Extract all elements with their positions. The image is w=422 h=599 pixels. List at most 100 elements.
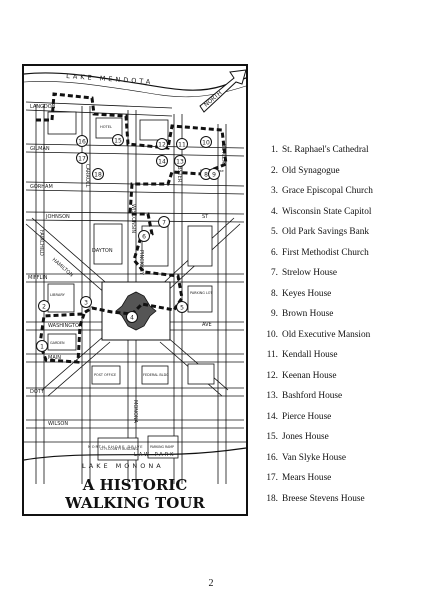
- svg-text:2: 2: [42, 304, 46, 311]
- legend-name: Keyes House: [282, 288, 332, 299]
- legend-name: Old Executive Mansion: [282, 329, 371, 340]
- legend-item: 6.First Methodist Church: [264, 247, 414, 268]
- street-doty: DOTY: [30, 389, 45, 395]
- lake-monona-shore: [23, 447, 247, 461]
- svg-text:17: 17: [78, 156, 86, 163]
- svg-text:1: 1: [40, 344, 44, 351]
- hotel-label: HOTEL: [100, 125, 112, 129]
- svg-text:3: 3: [84, 300, 88, 307]
- street-fairchild: FAIRCHILD: [38, 230, 44, 256]
- stop-17-marker: 17: [76, 152, 88, 164]
- street-carroll: CARROLL: [84, 164, 90, 188]
- street-st-label: ST: [202, 214, 209, 220]
- svg-text:4: 4: [130, 315, 134, 322]
- stop-12-marker: 12: [156, 138, 168, 150]
- lake-mendota-shore-inner: [23, 80, 247, 98]
- law-park-label: LAW PARK: [134, 452, 175, 458]
- street-gorham: GORHAM: [30, 184, 53, 190]
- legend-item: 16. Van Slyke House: [264, 452, 414, 473]
- city-county-label: CITY-COUNTY BUILDING: [100, 447, 138, 451]
- legend-num: 17.: [266, 473, 278, 483]
- legend-name: Van Slyke House: [282, 452, 347, 463]
- legend-num: 4.: [271, 206, 278, 217]
- page-number: 2: [208, 578, 214, 589]
- street-ave-label: AVE: [202, 322, 212, 328]
- stop-13-marker: 13: [174, 155, 186, 167]
- legend-name: Strelow House: [282, 268, 338, 278]
- legend-item: 5. Old Park Savings Bank: [264, 226, 414, 247]
- legend-name: Old Park Savings Bank: [282, 227, 370, 237]
- svg-text:7: 7: [162, 220, 166, 227]
- legend-item: 13. Bashford House: [264, 390, 414, 411]
- stop-18-marker: 18: [92, 168, 104, 180]
- street-washington: WASHINGTON: [48, 323, 83, 329]
- svg-text:15: 15: [114, 138, 122, 145]
- legend-name: Kendall House: [282, 350, 338, 360]
- svg-text:13: 13: [176, 159, 184, 166]
- legend-name: Wisconsin State Capitol: [282, 206, 372, 217]
- street-monona: MONONA: [132, 400, 138, 424]
- legend-num: 3.: [271, 186, 278, 196]
- federal-bldg-label: FEDERAL BLDG: [143, 373, 169, 377]
- stop-16-marker: 16: [76, 135, 88, 147]
- stop-10-marker: 10: [200, 136, 212, 148]
- legend-name: Bashford House: [282, 391, 343, 401]
- svg-text:11: 11: [178, 142, 186, 149]
- stop-7-marker: 7: [158, 216, 170, 228]
- lake-monona-label: LAKE MONONA: [82, 462, 164, 470]
- svg-text:18: 18: [94, 172, 102, 179]
- legend-num: 1.: [271, 145, 278, 155]
- street-mifflin: MIFFLIN: [28, 275, 48, 281]
- legend-item: 3.Grace Episcopal Church: [264, 185, 414, 206]
- legend-item: 18.Breese Stevens House: [264, 493, 414, 514]
- legend-name: Keenan House: [282, 370, 337, 381]
- legend-num: 13.: [266, 391, 278, 401]
- stop-4-marker: 4: [126, 311, 138, 323]
- stop-9-marker: 9: [208, 168, 220, 180]
- street-wilson: WILSON: [48, 421, 68, 427]
- legend-name: Brown House: [282, 309, 334, 319]
- legend-num: 10.: [266, 329, 278, 340]
- legend-num: 8.: [271, 288, 278, 299]
- legend-item: 4. Wisconsin State Capitol: [264, 206, 414, 227]
- tour-route: [36, 92, 228, 364]
- street-main: MAIN: [48, 355, 61, 361]
- library-label: LIBRARY: [50, 293, 66, 297]
- legend-item: 2. Old Synagogue: [264, 165, 414, 186]
- legend-item: 11. Kendall House: [264, 349, 414, 370]
- legend-num: 9.: [271, 309, 278, 319]
- street-dayton: DAYTON: [92, 248, 113, 254]
- parking-ramp-label: PARKING RAMP: [150, 445, 174, 449]
- legend-item: 1. St. Raphael's Cathedral: [264, 144, 414, 165]
- legend-name: Old Synagogue: [282, 165, 340, 176]
- legend-num: 11.: [266, 350, 278, 360]
- legend-name: St. Raphael's Cathedral: [282, 145, 369, 155]
- legend-item: 15.Jones House: [264, 431, 414, 452]
- legend-num: 5.: [271, 227, 278, 237]
- street-langdon: LANGDON: [30, 104, 56, 110]
- svg-text:9: 9: [212, 172, 216, 179]
- legend-num: 16.: [266, 452, 278, 463]
- stop-legend: 1. St. Raphael's Cathedral 2. Old Synagogu…: [264, 144, 414, 513]
- stop-6-marker: 6: [138, 230, 150, 242]
- legend-item: 14.Pierce House: [264, 411, 414, 432]
- stop-14-marker: 14: [156, 155, 168, 167]
- map-title-line1: A HISTORIC: [82, 476, 188, 494]
- street-butler: BUTLER: [220, 144, 226, 164]
- parking-lot-label: PARKING LOT: [190, 291, 213, 295]
- street-pinckney: PINCKNEY: [138, 250, 144, 276]
- stop-11-marker: 11: [176, 138, 188, 150]
- legend-num: 6.: [271, 247, 278, 258]
- legend-num: 2.: [271, 165, 278, 176]
- legend-name: Pierce House: [282, 411, 332, 422]
- legend-name: Breese Stevens House: [282, 493, 365, 504]
- capitol-square: [101, 281, 171, 341]
- svg-text:5: 5: [180, 305, 184, 312]
- svg-text:6: 6: [142, 234, 146, 241]
- stop-2-marker: 2: [38, 300, 50, 312]
- garden-label: GARDEN: [50, 341, 65, 345]
- street-wisconsin: WISCONSIN: [130, 204, 136, 233]
- legend-name: Jones House: [282, 432, 329, 442]
- svg-text:14: 14: [158, 159, 166, 166]
- legend-item: 7.Strelow House: [264, 267, 414, 288]
